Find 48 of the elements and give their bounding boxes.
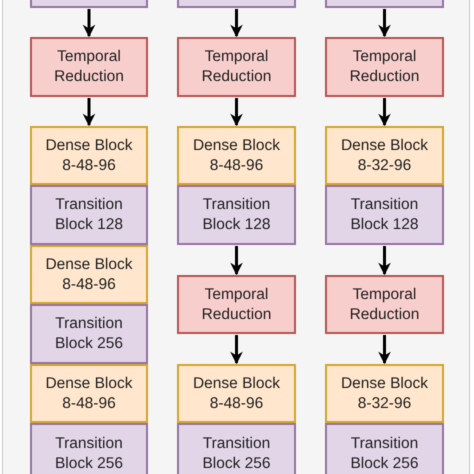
dense-block xyxy=(325,364,444,423)
temporal-reduction-block xyxy=(30,37,148,97)
dense-block xyxy=(30,126,148,185)
transition-block xyxy=(30,185,148,245)
block-label: Dense Block 8-48-96 xyxy=(44,374,134,414)
arrow xyxy=(378,335,391,364)
dense-block xyxy=(177,126,296,185)
temporal-reduction-block xyxy=(177,37,296,97)
block-label: Transition Block 256 xyxy=(54,434,124,474)
temporal-reduction-block xyxy=(325,275,444,334)
arrow xyxy=(230,9,243,38)
block-label: Transition Block 256 xyxy=(54,314,124,354)
dense-block xyxy=(325,126,444,185)
block-label: Temporal Reduction xyxy=(53,47,125,87)
block-label: Temporal Reduction xyxy=(348,47,420,87)
temporal-reduction-block xyxy=(177,275,296,334)
transition-block xyxy=(325,185,444,245)
block-label: Temporal Reduction xyxy=(200,284,272,324)
transition-block xyxy=(177,423,296,474)
arrow xyxy=(82,9,96,38)
block-label: Transition Block 128 xyxy=(349,195,420,235)
dense-block xyxy=(30,364,148,423)
dense-block xyxy=(30,245,148,304)
transition-block xyxy=(30,304,148,364)
block-label: Transition Block 128 xyxy=(201,195,272,235)
arrow xyxy=(82,98,96,126)
arrow xyxy=(230,246,243,276)
arrow xyxy=(230,98,243,126)
block-label: Dense Block 8-48-96 xyxy=(192,374,281,414)
arrow xyxy=(230,335,243,364)
block-label: Temporal Reduction xyxy=(200,47,272,87)
block-label: Transition Block 256 xyxy=(349,434,420,474)
arrow xyxy=(378,9,391,38)
transition-block xyxy=(325,423,444,474)
block-label: Dense Block 8-32-96 xyxy=(340,136,429,176)
transition-block xyxy=(30,423,148,474)
block-label: Transition Block 128 xyxy=(54,195,124,235)
block-label: Dense Block 8-48-96 xyxy=(44,136,134,176)
temporal-reduction-block xyxy=(325,37,444,97)
block-label: Temporal Reduction xyxy=(348,284,420,324)
block-label: Dense Block 8-48-96 xyxy=(192,136,281,176)
dense-block xyxy=(177,364,296,423)
block-label: Dense Block 8-32-96 xyxy=(340,374,429,414)
transition-block xyxy=(177,185,296,245)
arrow xyxy=(378,246,391,276)
block-label: Dense Block 8-48-96 xyxy=(44,254,134,294)
arrow xyxy=(378,98,391,126)
block-label: Transition Block 256 xyxy=(201,434,272,474)
